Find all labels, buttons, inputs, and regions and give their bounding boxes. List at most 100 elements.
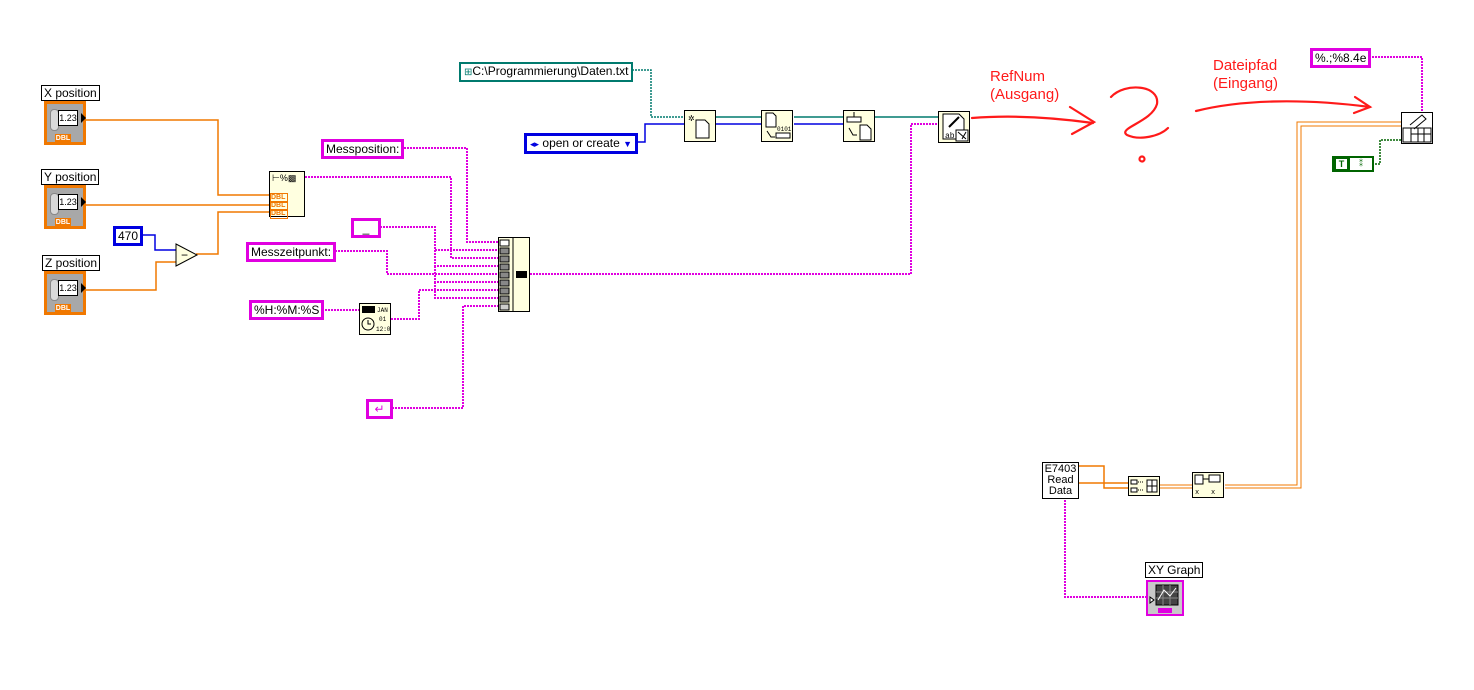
output-terminal-icon [81,113,86,123]
arrow-refnum [970,115,1095,125]
path-wires [632,69,938,118]
int-wires [138,123,843,251]
wire-x [80,119,270,196]
open-file-icon: ✲ [688,114,710,139]
wire-time-out [391,289,500,320]
wire-format-spread [1366,56,1423,112]
transpose-icon: ⁑ [1350,158,1372,170]
format-input-dbl-2: DBL [270,201,288,211]
x-position-terminal[interactable]: 1.23 DBL [44,101,86,145]
format-into-string-node[interactable]: ⊢%▩ DBL DBL DBL [269,171,305,219]
output-terminal-icon [81,283,86,293]
wire-bool [1357,139,1401,165]
concatenate-icon [499,238,527,311]
wire-messzeit [335,250,500,275]
transpose-array-node[interactable]: x x [1192,472,1224,498]
format-input-dbl-3: DBL [270,209,288,219]
z-position-value: 1.23 [58,280,78,296]
separator-constant[interactable]: _ [351,218,381,238]
graph-icon [1149,584,1179,613]
end-of-line-constant[interactable]: ↵ [366,399,393,419]
z-position-terminal[interactable]: 1.23 DBL [44,271,86,315]
svg-text:x: x [1211,489,1215,497]
question-dot [1138,155,1146,163]
refnum-annotation: RefNum (Ausgang) [990,68,1060,103]
boolean-true-constant[interactable]: T ⁑ [1332,156,1374,172]
file-path-value: C:\Programmierung\Daten.txt [472,64,629,78]
dropdown-arrow-icon[interactable]: ▼ [623,139,633,149]
z-position-label: Z position [42,255,101,271]
wire-path [632,69,684,118]
file-path-constant[interactable]: ⊞C:\Programmierung\Daten.txt [459,62,634,82]
subtract-node[interactable]: − [175,243,199,267]
open-mode-value: open or create [542,136,620,150]
clock-icon: JAN 01 12:01 [361,306,390,333]
file-size-icon [846,112,872,141]
messposition-constant[interactable]: Messposition: [321,139,405,159]
svg-text:0101: 0101 [777,126,792,133]
x-position-value: 1.23 [58,110,78,126]
wire-sep [371,226,500,251]
svg-text:JAN: JAN [377,307,388,314]
format-datetime-node[interactable]: JAN 01 12:01 [359,303,391,335]
arrow-dateipfad [1194,100,1372,113]
concatenate-strings-node[interactable] [498,237,530,312]
offset-constant[interactable]: 470 [113,226,144,246]
wire-z [80,261,176,291]
dateipfad-annotation: Dateipfad (Eingang) [1213,57,1279,92]
wire-format-out [305,176,500,259]
wire-xy [1064,494,1148,598]
spreadsheet-format-constant[interactable]: %.;%8.4e [1310,48,1372,68]
wire-eol [383,305,500,409]
array-wires [1078,121,1401,489]
xy-graph-terminal[interactable] [1146,580,1184,616]
minus-icon: − [181,248,188,262]
svg-text:x: x [1195,489,1199,497]
annotation-strokes [970,86,1373,163]
svg-text:ab: ab [945,132,955,141]
build-array-node[interactable] [1128,476,1160,496]
svg-text:12:01: 12:01 [376,326,390,333]
output-terminal-icon [81,197,86,207]
file-position-icon: 0101 [765,112,792,139]
arrowhead-dateipfad [1352,95,1373,115]
write-text-icon: ab [942,113,969,142]
write-text-file-node[interactable]: ab [938,111,970,143]
wire-sep-4 [434,282,500,299]
messzeitpunkt-constant[interactable]: Messzeitpunkt: [246,242,337,262]
svg-text:✲: ✲ [688,114,695,123]
y-position-type: DBL [55,218,71,227]
enum-arrows-icon: ◂▸ [530,139,540,149]
boolean-value: T [1336,159,1347,169]
time-format-constant[interactable]: %H:%M:%S [249,300,325,320]
dbl-wires [80,119,270,291]
x-position-label: X position [41,85,100,101]
wire-build-out [530,123,938,275]
xy-graph-label: XY Graph [1145,562,1204,578]
wire-e7403-a [1078,465,1128,489]
write-spreadsheet-node[interactable] [1401,112,1433,144]
open-mode-enum[interactable]: ◂▸ open or create ▼ [524,133,639,154]
open-create-file-node[interactable]: ✲ [684,110,716,142]
y-position-value: 1.23 [58,194,78,210]
y-position-label: Y position [41,169,100,185]
x-position-type: DBL [55,134,71,143]
y-position-terminal[interactable]: 1.23 DBL [44,185,86,229]
wire-470 [138,234,176,251]
wire-sub-out [196,211,270,255]
svg-text:01: 01 [379,316,387,323]
path-icon: ⊞ [464,67,473,78]
set-file-position-node[interactable]: 0101 [761,110,793,142]
e7403-read-data-subvi[interactable]: E7403 Read Data [1042,462,1079,499]
spreadsheet-icon [1402,114,1432,143]
transpose-icon: x x [1194,474,1221,497]
format-string-icon: ⊢%▩ [272,173,297,183]
set-file-size-node[interactable] [843,110,875,142]
question-mark [1109,86,1170,139]
z-position-type: DBL [55,304,71,313]
wire-messposition [404,147,500,243]
arrowhead-refnum [1068,105,1097,136]
format-input-dbl-1: DBL [270,193,288,203]
build-array-icon [1130,479,1158,493]
